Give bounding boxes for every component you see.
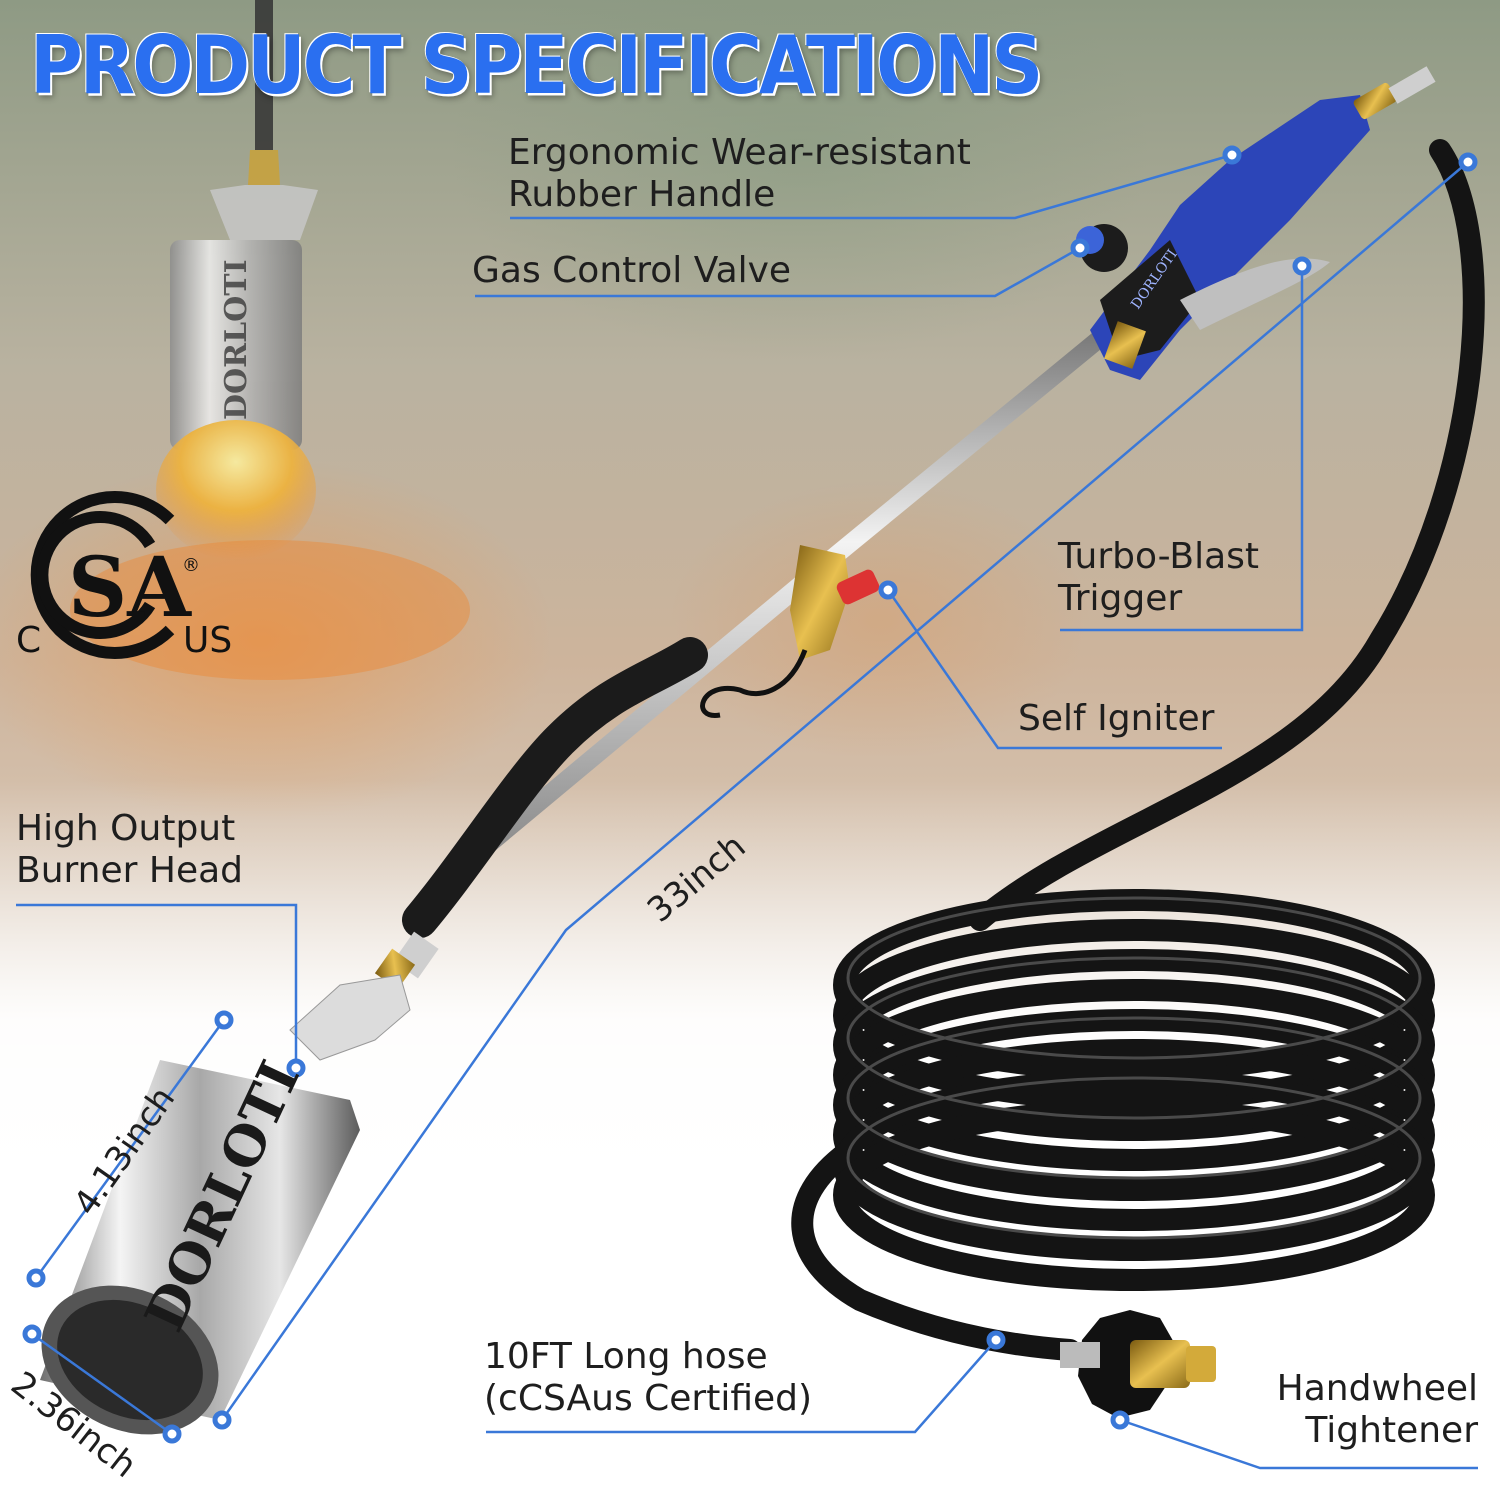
hose-coil: [791, 139, 1485, 1361]
leader-lines: [16, 153, 1478, 1470]
csa-prefix: C: [16, 620, 42, 661]
brand-logo-background: DORLOTI: [219, 259, 254, 420]
burner-label-line2: Burner Head: [16, 850, 244, 891]
torch-handle: [1076, 66, 1436, 380]
burner-label-line1: High Output: [16, 808, 236, 849]
valve-label: Gas Control Valve: [472, 250, 792, 291]
csa-suffix: US: [183, 620, 233, 661]
page-title: PRODUCT SPECIFICATIONS: [30, 18, 1043, 113]
trigger-label-line1: Turbo-Blast: [1058, 536, 1260, 577]
hose-label: 10FT Long hose (cCSAus Certified): [484, 1336, 812, 1420]
igniter-label: Self Igniter: [1018, 698, 1215, 739]
hose-label-line1: 10FT Long hose: [484, 1336, 768, 1377]
handle-label-line2: Rubber Handle: [508, 174, 776, 215]
leader-dots: [22, 145, 1478, 1444]
hose-coil-highlights: [846, 896, 1422, 1240]
registered-mark: ®: [182, 555, 200, 576]
handle-label-line1: Ergonomic Wear-resistant: [508, 132, 971, 173]
handwheel-label-line2: Tightener: [1305, 1410, 1478, 1451]
handwheel-label-line1: Handwheel: [1276, 1368, 1478, 1409]
burner-head: [40, 974, 411, 1435]
handwheel-tightener: [1060, 1310, 1216, 1418]
csa-logo-text: SA: [68, 540, 192, 636]
torch-wand: [374, 323, 1116, 990]
trigger-label-line2: Trigger: [1058, 578, 1183, 619]
trigger-label: Turbo-Blast Trigger: [1058, 536, 1259, 620]
handwheel-label: Handwheel Tightener: [1266, 1368, 1478, 1452]
csa-certification-logo: [30, 491, 175, 659]
hose-label-line2: (cCSAus Certified): [484, 1378, 813, 1419]
handle-label: Ergonomic Wear-resistant Rubber Handle: [508, 132, 971, 216]
background-torch: [70, 0, 470, 680]
burner-label: High Output Burner Head: [16, 808, 243, 892]
